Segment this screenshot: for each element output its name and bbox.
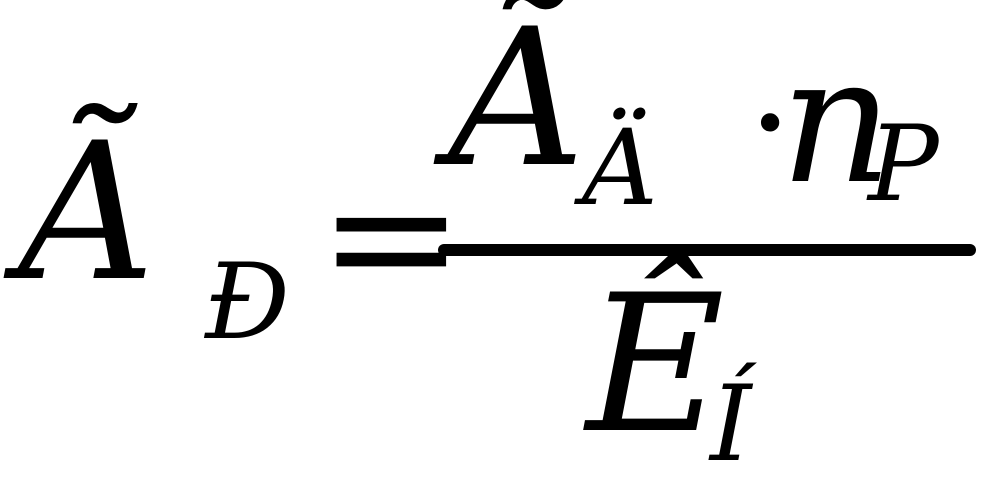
lhs-subscript: Đ — [205, 241, 290, 363]
numerator-factor-subscript: P — [868, 103, 939, 225]
numerator-subscript: Ä — [582, 107, 658, 229]
multiplication-dot: · — [748, 42, 793, 205]
denominator-subscript: Í — [710, 363, 752, 485]
denominator-main-symbol: Ê — [586, 254, 725, 475]
equals-sign: = — [318, 136, 465, 339]
numerator-main-symbol: Ã — [448, 0, 586, 209]
numerator-factor: n — [780, 20, 893, 223]
lhs-main-symbol: Ã — [18, 102, 156, 323]
fraction-bar — [438, 244, 976, 256]
